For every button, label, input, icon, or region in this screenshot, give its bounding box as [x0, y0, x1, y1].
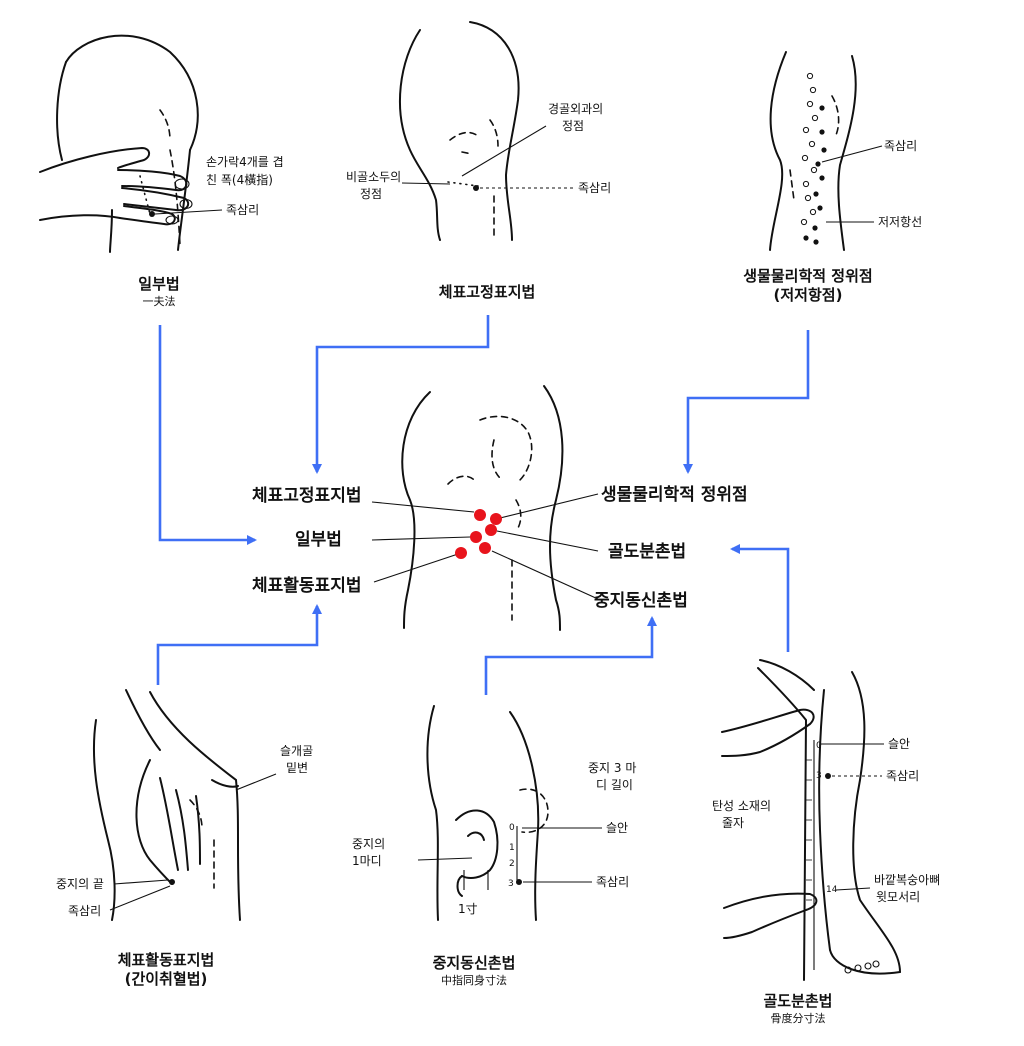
center-label-fixed: 체표고정표지법 — [252, 486, 361, 506]
acupoint-bone-proportion — [485, 524, 497, 536]
patella-label-line2: 밑변 — [286, 761, 308, 775]
patella-label-line1: 슬개골 — [280, 744, 313, 758]
middle-finger-caption: 중지동신촌법 — [433, 954, 516, 972]
center-label-ilbu: 일부법 — [295, 530, 342, 550]
tick-3: 3 — [508, 879, 514, 889]
middle-knee-label: 슬안 — [606, 821, 628, 835]
ankle-label-line2: 윗모서리 — [876, 889, 920, 904]
bone-zusanli-point — [825, 773, 831, 779]
center-label-active: 체표활동표지법 — [252, 575, 361, 596]
segment-label-line2: 1마디 — [352, 854, 382, 868]
chepyo-active-caption-line1: 체표활동표지법 — [118, 951, 215, 969]
flow-arrows — [156, 315, 810, 695]
arrow-biophysics-to-center — [683, 330, 810, 474]
ilbu-width-label-line2: 친 폭(4橫指) — [206, 172, 273, 187]
arrow-bone-to-center — [730, 544, 790, 652]
ilbu-point-label: 족삼리 — [226, 203, 259, 217]
bone-tick-3: 3 — [816, 771, 822, 781]
length-label-line2: 디 길이 — [596, 778, 633, 792]
tape-measure-illustration — [721, 659, 901, 981]
panel-ilbu: 손가락4개를 겹 친 폭(4橫指) 족삼리 일부법 一夫法 — [39, 34, 284, 308]
bone-subcaption: 骨度分寸法 — [771, 1011, 826, 1025]
acupoint-ilbu — [470, 531, 482, 543]
bio-line-label: 저저항선 — [878, 215, 922, 229]
fibular-label-line2: 정점 — [360, 187, 382, 201]
active-zusanli-point — [169, 879, 175, 885]
bone-point-label: 족삼리 — [886, 769, 919, 783]
knee-illustration — [399, 21, 520, 241]
fixed-zusanli-point — [473, 185, 479, 191]
tibial-label-line1: 경골외과의 — [548, 102, 603, 116]
arrow-ilbu-to-center — [158, 325, 257, 545]
panel-biophysics: 족삼리 저저항선 생물물리학적 정위점 (저저항점) — [743, 51, 922, 304]
bone-caption: 골도분촌법 — [763, 992, 832, 1010]
fixed-point-label: 족삼리 — [578, 181, 611, 195]
tick-0: 0 — [509, 823, 515, 833]
center-knee: 체표고정표지법 생물물리학적 정위점 일부법 골도분촌법 체표활동표지법 중지동… — [252, 385, 748, 631]
bone-tick-14: 14 — [826, 885, 838, 895]
acupoint-fixed — [474, 509, 486, 521]
center-knee-illustration — [401, 385, 564, 631]
tip-label: 중지의 끝 — [56, 877, 104, 891]
panel-bone-proportion: 0 3 14 슬안 족삼리 탄성 소재의 줄자 바깥복숭아뼈 윗모서리 골도분촌… — [712, 659, 940, 1025]
middle-zusanli-point — [516, 879, 522, 885]
arrow-fixed-to-center — [312, 315, 490, 474]
ilbu-zusanli-point — [149, 211, 155, 217]
biophysics-caption-line1: 생물물리학적 정위점 — [743, 267, 872, 285]
tick-1: 1 — [509, 843, 515, 853]
arrow-active-to-center — [156, 604, 322, 685]
chepyo-active-caption-line2: (간이취혈법) — [125, 970, 208, 988]
segment-label-line1: 중지의 — [352, 837, 385, 851]
bone-knee-label: 슬안 — [888, 737, 910, 751]
middle-point-label: 족삼리 — [596, 875, 629, 889]
leg-illustration — [769, 51, 857, 251]
center-label-middle: 중지동신촌법 — [594, 591, 688, 611]
biophysics-caption-line2: (저저항점) — [774, 286, 843, 304]
acupoint-biophysics — [490, 513, 502, 525]
tape-label-line2: 줄자 — [722, 816, 744, 830]
ilbu-width-label-line1: 손가락4개를 겹 — [206, 155, 284, 169]
panel-chepyo-fixed: 경골외과의 정점 비골소두의 정점 족삼리 체표고정표지법 — [346, 21, 611, 301]
tick-2: 2 — [509, 859, 515, 869]
ilbu-caption: 일부법 — [138, 275, 179, 293]
panel-chepyo-active: 슬개골 밑변 중지의 끝 족삼리 체표활동표지법 (간이취혈법) — [56, 689, 313, 988]
center-label-biophysics: 생물물리학적 정위점 — [601, 485, 748, 505]
bone-tick-0: 0 — [816, 741, 822, 751]
arrow-middle-to-center — [484, 616, 657, 695]
middle-finger-subcaption: 中指同身寸法 — [441, 973, 507, 987]
chepyo-fixed-caption: 체표고정표지법 — [439, 283, 536, 301]
bio-point-label: 족삼리 — [884, 139, 917, 153]
finger-measure-illustration — [426, 705, 549, 921]
tape-label-line1: 탄성 소재의 — [712, 799, 771, 813]
tibial-label-line2: 정점 — [562, 119, 584, 133]
center-label-bone: 골도분촌법 — [608, 542, 686, 562]
length-label-line1: 중지 3 마 — [588, 761, 636, 775]
acupoint-active — [455, 547, 467, 559]
knee-hand-illustration — [39, 34, 199, 253]
fibular-label-line1: 비골소두의 — [346, 170, 401, 184]
panel-middle-finger: 중지 3 마 디 길이 0 1 2 3 슬안 중지의 1마디 족삼리 1寸 중지… — [352, 705, 636, 987]
ankle-label-line1: 바깥복숭아뼈 — [874, 873, 940, 887]
active-point-label: 족삼리 — [68, 904, 101, 918]
hand-on-knee-illustration — [92, 689, 241, 921]
acupoint-middle-finger — [479, 542, 491, 554]
ilbu-subcaption: 一夫法 — [143, 294, 176, 308]
unit-label: 1寸 — [458, 902, 478, 916]
